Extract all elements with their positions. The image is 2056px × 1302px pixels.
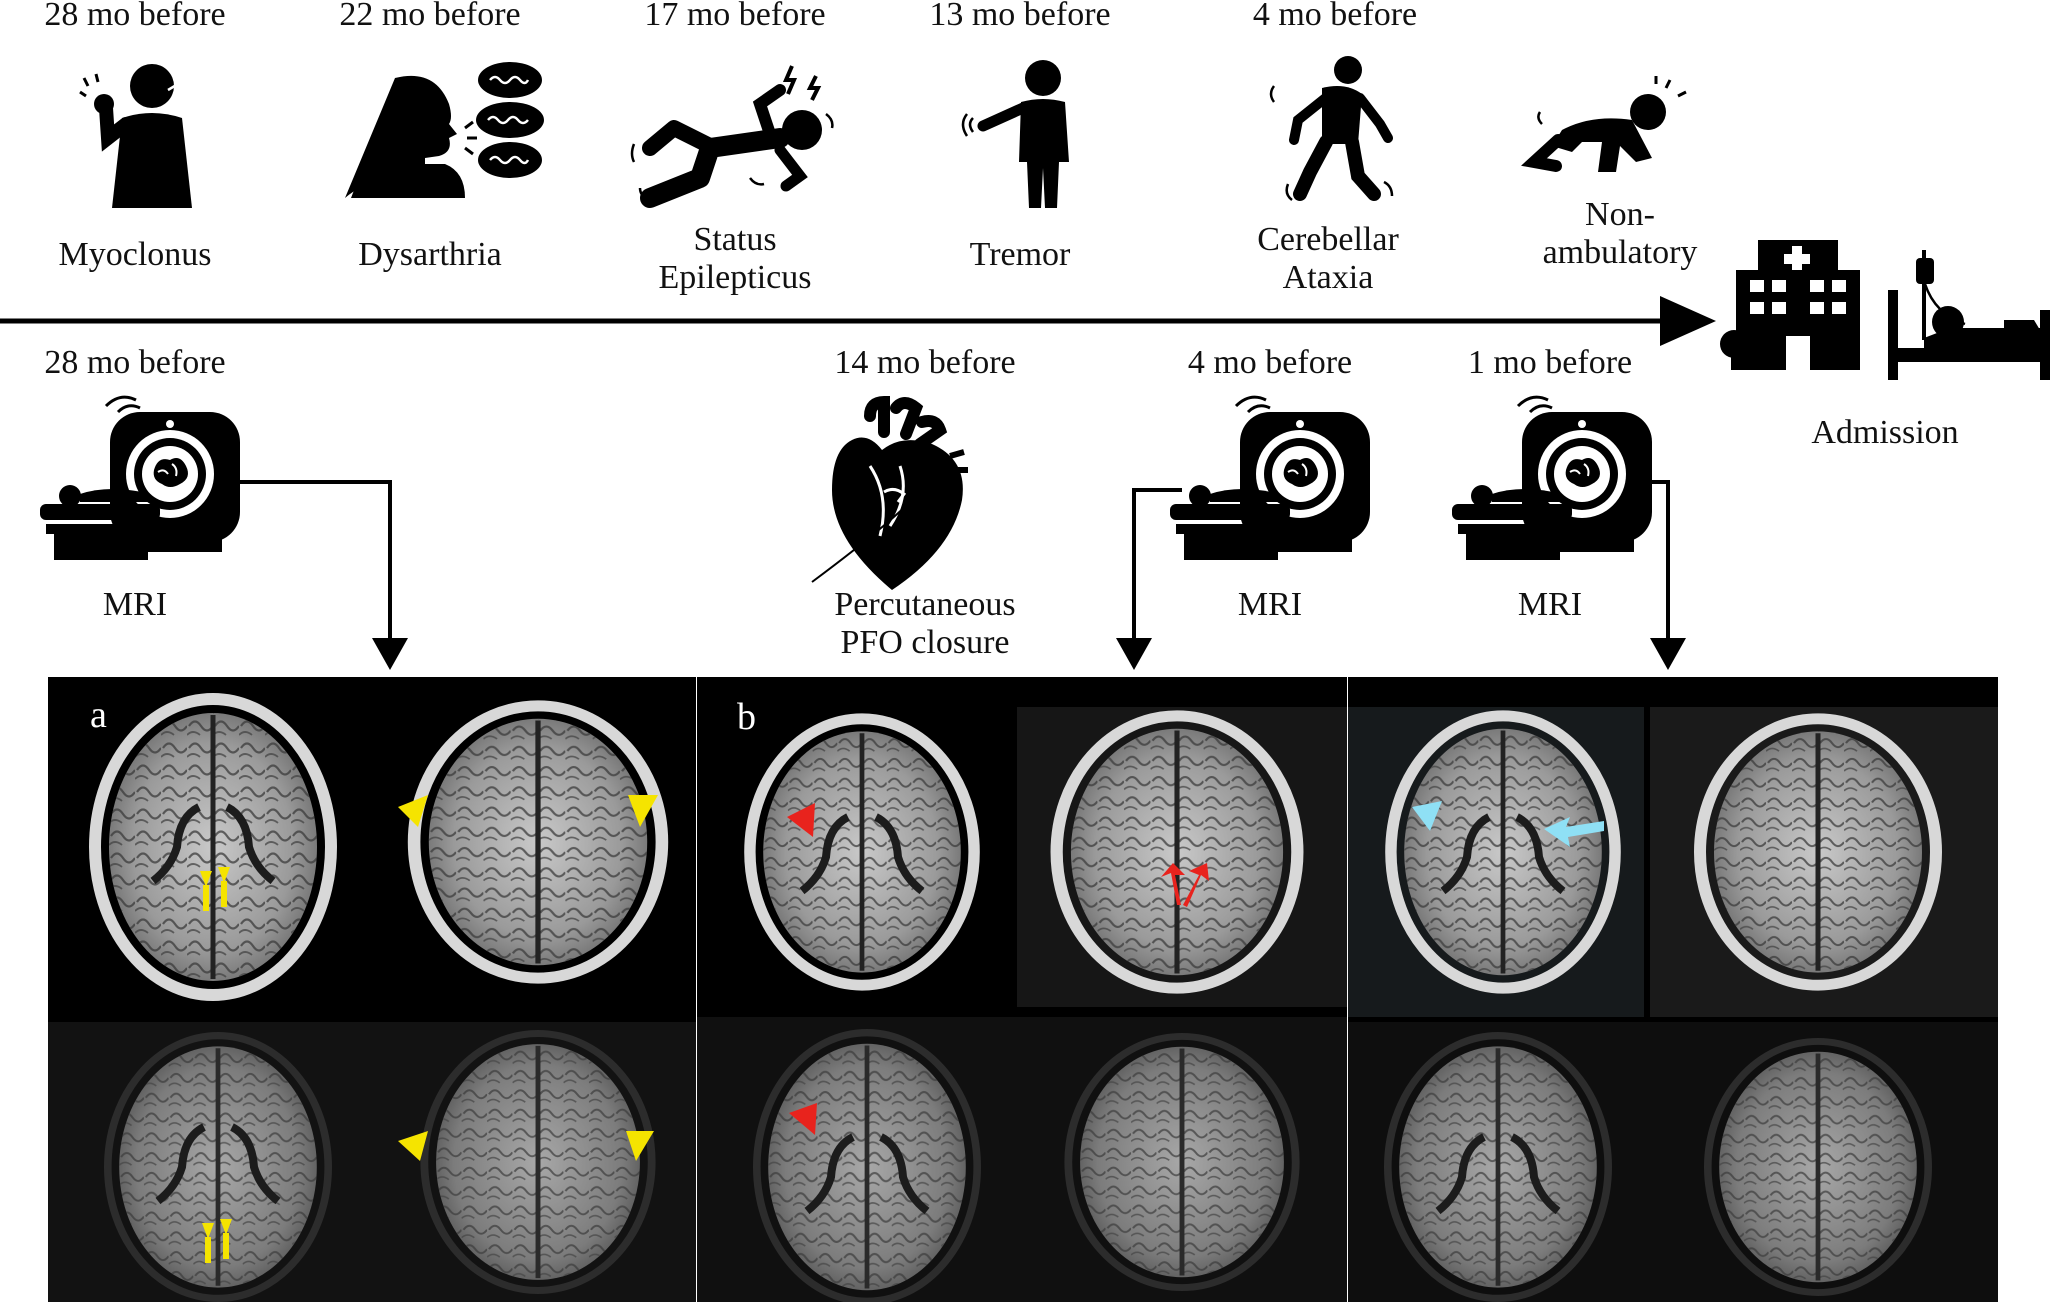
ataxia-figure-icon: [1269, 56, 1394, 201]
event-time-ataxia: 4 mo before: [1252, 0, 1418, 33]
heart-icon: [811, 395, 968, 590]
event-label-mri-3: MRI: [1517, 586, 1583, 623]
event-label-pfo-closure: Percutaneous PFO closure: [834, 586, 1016, 661]
event-time-mri-3: 1 mo before: [1467, 344, 1633, 381]
myoclonus-figure-icon: [79, 64, 192, 208]
event-label-myoclonus: Myoclonus: [58, 236, 212, 273]
mri-scans-c: [1348, 707, 1998, 1302]
seizure-figure-icon: [630, 65, 834, 208]
mri-scans-a: [48, 677, 696, 1302]
mri-panel-a: a: [48, 677, 696, 1302]
mri-scans-b: [697, 707, 1347, 1302]
event-time-tremor: 13 mo before: [929, 0, 1111, 33]
event-label-tremor: Tremor: [969, 236, 1071, 273]
admission-label: Admission: [1811, 414, 1959, 451]
event-label-non-ambulatory: Non- ambulatory: [1542, 196, 1698, 271]
event-time-myoclonus: 28 mo before: [44, 0, 226, 33]
event-label-mri-1: MRI: [102, 586, 168, 623]
event-time-pfo-closure: 14 mo before: [834, 344, 1016, 381]
event-time-status-epilepticus: 17 mo before: [644, 0, 826, 33]
hospital-bed-icon: [1888, 250, 2050, 380]
mri-connector-arrows: [240, 480, 1686, 670]
event-label-status-epilepticus: Status Epilepticus: [658, 221, 812, 296]
event-time-mri-1: 28 mo before: [44, 344, 226, 381]
event-time-dysarthria: 22 mo before: [339, 0, 521, 33]
tremor-figure-icon: [961, 60, 1069, 208]
event-label-ataxia: Cerebellar Ataxia: [1257, 221, 1399, 296]
mri-panel-b: b: [697, 677, 1347, 1302]
mri-panel-c: c: [1348, 677, 1998, 1302]
panel-label-a: a: [90, 694, 107, 736]
event-time-mri-2: 4 mo before: [1187, 344, 1353, 381]
event-label-dysarthria: Dysarthria: [358, 236, 502, 273]
timeline-arrow: [0, 296, 1716, 346]
dysarthria-figure-icon: [345, 62, 544, 198]
hospital-icon: [1720, 240, 1860, 370]
panel-label-b: b: [737, 696, 756, 738]
crawling-figure-icon: [1521, 76, 1687, 172]
event-label-mri-2: MRI: [1237, 586, 1303, 623]
